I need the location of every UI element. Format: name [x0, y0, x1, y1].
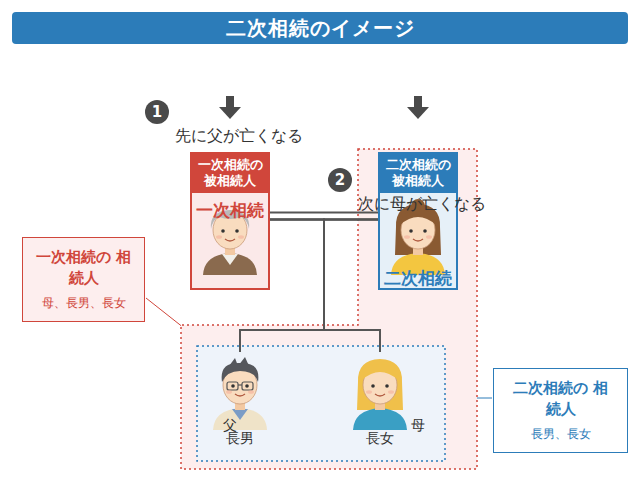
- box-header: 一次相続の 被相続人: [192, 154, 268, 193]
- person-node: 長男: [195, 352, 285, 448]
- callout-text: 長男、長女: [500, 426, 621, 443]
- person-label: 長男: [195, 430, 285, 448]
- callout-box: 二次相続の 相続人長男、長女: [493, 368, 628, 453]
- person-illustration: [205, 352, 275, 430]
- step-text: 次に母が亡くなる: [358, 194, 640, 215]
- person-illustration: [345, 352, 415, 430]
- callout-text: 母、長男、長女: [29, 295, 138, 312]
- callout-box: 一次相続の 相続人母、長男、長女: [22, 237, 145, 322]
- person-node: 長女: [335, 352, 425, 448]
- title-bar: 二次相続のイメージ: [12, 12, 628, 44]
- box-header: 二次相続の 被相続人: [380, 154, 456, 193]
- person-box: 一次相続の 被相続人父: [190, 152, 270, 290]
- callout-title: 一次相続の 相続人: [34, 247, 134, 289]
- callout-number: 1: [145, 100, 169, 124]
- stage-heading: 二次相続: [348, 267, 488, 290]
- down-arrow: [219, 96, 429, 119]
- stage-heading: 一次相続: [160, 199, 300, 222]
- illustration: [195, 352, 285, 430]
- person-label: 長女: [335, 430, 425, 448]
- callout-title: 二次相続の 相続人: [511, 378, 611, 420]
- leader-line: [146, 298, 184, 328]
- step-text: 先に父が亡くなる: [175, 126, 640, 147]
- heir-region: 二次相続の 相続人長男、長女長男長女: [196, 345, 446, 462]
- callout-number: 2: [328, 168, 352, 192]
